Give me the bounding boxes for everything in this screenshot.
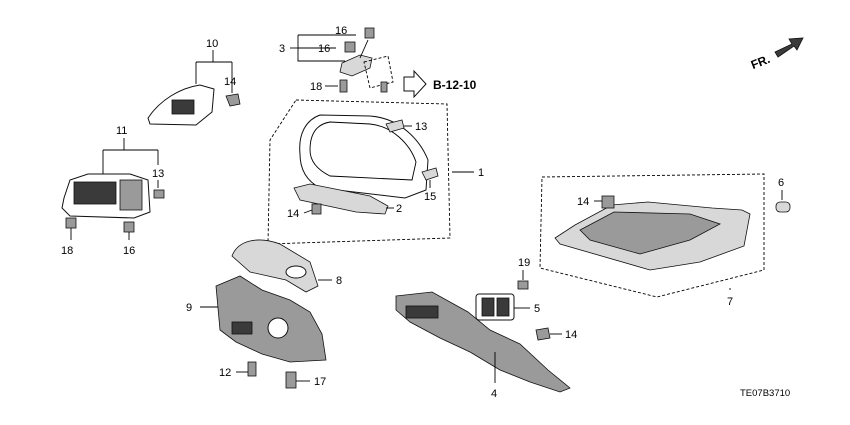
- callout-14-right: 14: [565, 329, 577, 341]
- callout-18-top: 18: [310, 81, 322, 93]
- callout-4: 4: [491, 388, 497, 400]
- screw-12: [247, 361, 257, 377]
- callout-17: 17: [314, 376, 326, 388]
- mount-bracket: [339, 54, 373, 77]
- lower-panel-4: [395, 291, 571, 393]
- clip-16-left: [123, 221, 135, 233]
- vent-10-grille: [171, 99, 195, 115]
- callout-16-left: 16: [123, 245, 135, 257]
- callout-14-vent: 14: [224, 76, 236, 88]
- front-direction-indicator: FR.: [749, 37, 804, 72]
- callout-14-bezel: 14: [287, 208, 299, 220]
- clip-14-right: [535, 327, 551, 341]
- front-arrow-icon: [774, 37, 804, 58]
- lower-panel-4-slot: [405, 305, 439, 319]
- callout-16-top: 16: [335, 25, 347, 37]
- callout-1: 1: [478, 167, 484, 179]
- clip-14-glovebox: [601, 195, 615, 209]
- reference-arrow: B-12-10: [403, 69, 477, 99]
- screw-18-top: [339, 79, 348, 93]
- callout-7: 7: [727, 296, 733, 308]
- callout-5: 5: [534, 303, 540, 315]
- diagram-code: TE07B3710: [740, 388, 790, 399]
- column-cover-lower-9: [215, 275, 327, 363]
- fasteners-lower: 12 17: [219, 361, 326, 389]
- callout-6: 6: [778, 177, 784, 189]
- meter-visor-1: [299, 114, 429, 199]
- clip-14-bezel: [311, 203, 322, 215]
- callout-13-left: 13: [152, 168, 164, 180]
- part-group-4: 4: [395, 291, 571, 400]
- screw-19: [517, 280, 529, 290]
- screw-18-left: [65, 217, 77, 229]
- part-group-8: 8: [231, 239, 342, 293]
- part-group-9: 9: [186, 275, 327, 363]
- column-cover-9-slot: [231, 321, 253, 335]
- column-cover-upper-8: [231, 239, 319, 293]
- clip-15: [421, 167, 439, 181]
- callout-3: 3: [279, 43, 285, 55]
- vent-11-grille: [73, 181, 117, 205]
- callout-13-visor: 13: [415, 121, 427, 133]
- lower-bezel-2: [293, 183, 389, 215]
- glove-box-7-inner: [579, 211, 722, 255]
- clip-16-mid: [344, 41, 356, 53]
- part-group-1: 1 13 15 2 14: [267, 99, 484, 245]
- callout-2: 2: [396, 203, 402, 215]
- callout-11: 11: [116, 125, 127, 137]
- callout-19: 19: [518, 257, 530, 269]
- clip-13-left: [153, 189, 165, 199]
- callout-10: 10: [206, 38, 218, 50]
- clip-16-top: [364, 27, 375, 39]
- screw-b12: [380, 81, 388, 93]
- callout-8: 8: [336, 275, 342, 287]
- reference-label: B-12-10: [433, 78, 477, 92]
- part-group-3: 3 16 16 18: [279, 25, 394, 93]
- clip-14-vent: [225, 93, 241, 107]
- part-group-7: 14 7 6: [539, 173, 791, 308]
- bumper-6: [775, 201, 791, 213]
- clip-13-visor: [385, 119, 405, 133]
- callout-12: 12: [219, 367, 231, 379]
- screw-17: [285, 371, 297, 389]
- vent-11-duct: [119, 179, 143, 211]
- callout-9: 9: [186, 302, 192, 314]
- part-group-5: 5 19 14: [475, 257, 577, 341]
- callout-14-glovebox: 14: [577, 196, 589, 208]
- callout-18-left: 18: [61, 245, 73, 257]
- callout-16-mid: 16: [318, 43, 330, 55]
- part-group-10: 10 14: [147, 38, 241, 126]
- direction-label: FR.: [749, 52, 772, 72]
- part-group-11: 11 13 18 16: [61, 125, 165, 257]
- reference-arrow-icon: [403, 69, 427, 99]
- callout-15: 15: [424, 191, 436, 203]
